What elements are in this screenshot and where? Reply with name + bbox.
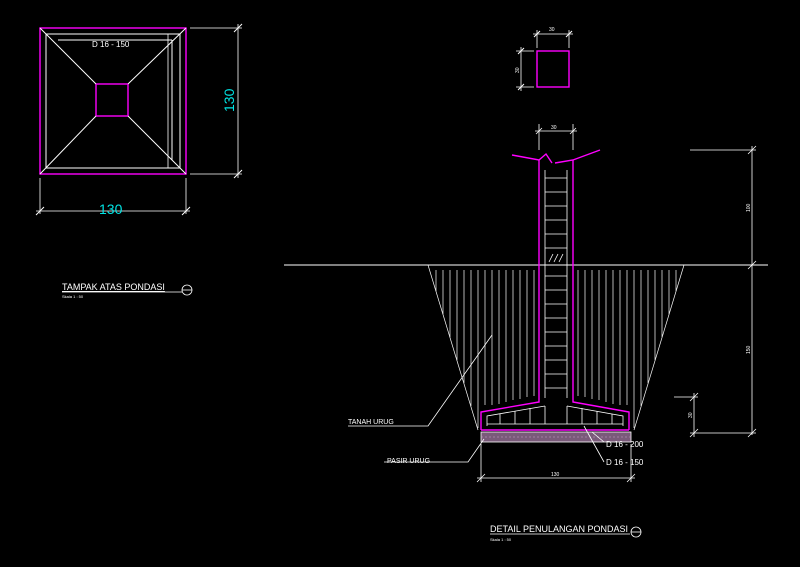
column-section: 30 30 <box>515 27 573 91</box>
column-section-dim-width: 30 <box>549 27 555 33</box>
excavation-hatch <box>427 264 685 431</box>
label-rebar-d16-200: D 16 - 200 <box>606 440 644 449</box>
detail-dimensions <box>476 124 757 483</box>
plan-scale: Skala 1 : 50 <box>62 294 84 299</box>
column-section-outline <box>536 50 570 88</box>
label-rebar-d16-150: D 16 - 150 <box>606 458 644 467</box>
detail-dim-above-ground: 100 <box>746 203 752 212</box>
footing <box>480 396 632 443</box>
detail-dim-below-ground: 150 <box>746 345 752 354</box>
plan-view: D 16 - 150 130 130 TAMPAK ATAS PONDASI S… <box>35 23 243 299</box>
detail-title: DETAIL PENULANGAN PONDASI <box>490 524 628 534</box>
plan-inner-outline <box>45 33 181 169</box>
plan-title: TAMPAK ATAS PONDASI <box>62 282 165 292</box>
leaders <box>348 334 605 463</box>
plan-column <box>95 83 129 117</box>
plan-dim-height: 130 <box>221 88 237 112</box>
label-pasir-urug: PASIR URUG <box>387 458 430 465</box>
detail-dim-col-top: 30 <box>551 125 557 131</box>
detail-section: 30 100 150 30 130 TANAH URUG PASIR URUG … <box>284 124 768 542</box>
detail-scale: Skala 1 : 50 <box>490 537 512 542</box>
plan-footing-outline <box>39 27 187 175</box>
plan-dim-width: 130 <box>99 201 123 217</box>
detail-dim-footing: 30 <box>688 412 694 418</box>
column-detail <box>511 149 601 398</box>
label-tanah-urug: TANAH URUG <box>348 419 394 426</box>
plan-rebar-label: D 16 - 150 <box>92 40 130 49</box>
column-section-dim-height: 30 <box>515 67 521 73</box>
detail-dim-base: 130 <box>551 472 560 478</box>
